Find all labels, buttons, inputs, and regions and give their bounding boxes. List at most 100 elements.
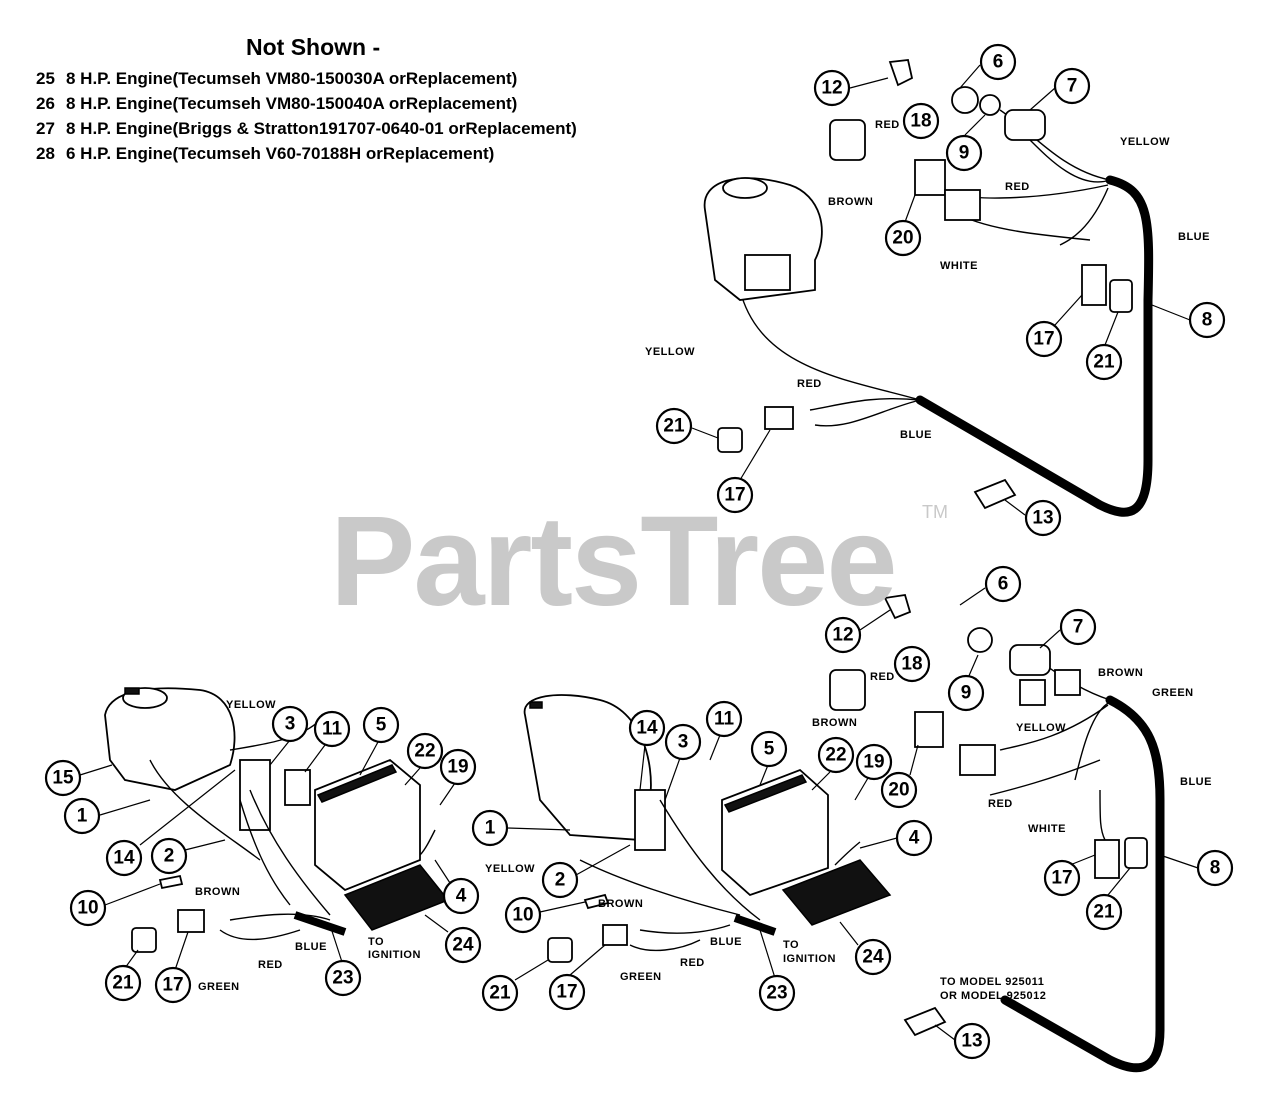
wire bbox=[579, 859, 741, 916]
connector bbox=[1019, 679, 1046, 706]
svg-text:21: 21 bbox=[1093, 902, 1115, 923]
callout-24: 24 bbox=[424, 914, 482, 964]
svg-text:3: 3 bbox=[678, 732, 689, 753]
callout-8: 8 bbox=[1151, 301, 1226, 339]
svg-text:4: 4 bbox=[909, 828, 920, 849]
connector-block bbox=[914, 159, 946, 196]
solenoid bbox=[1009, 644, 1051, 676]
svg-text:2: 2 bbox=[555, 870, 566, 891]
clip bbox=[888, 59, 914, 87]
engine-body bbox=[703, 177, 823, 301]
callout-2: 2 bbox=[541, 844, 631, 899]
lower-left-assembly: YELLOW BROWN BLUE RED GREEN TO IGNITION … bbox=[44, 687, 482, 1004]
note-text: 8 H.P. Engine(Tecumseh VM80-150040A orRe… bbox=[66, 94, 518, 113]
washer bbox=[979, 94, 1001, 116]
svg-text:4: 4 bbox=[456, 886, 467, 907]
note-text: 8 H.P. Engine(Briggs & Stratton191707-06… bbox=[66, 119, 577, 138]
wire-label-yellow: YELLOW bbox=[226, 699, 276, 711]
wire bbox=[959, 184, 1109, 199]
wire-label-blue: BLUE bbox=[710, 936, 742, 948]
clip bbox=[883, 593, 912, 620]
note-number: 25 bbox=[36, 69, 55, 88]
wire-label-yellow: YELLOW bbox=[1120, 136, 1170, 148]
svg-text:8: 8 bbox=[1202, 310, 1213, 331]
svg-text:19: 19 bbox=[863, 752, 884, 773]
svg-text:10: 10 bbox=[77, 898, 98, 919]
callout-17: 17 bbox=[1043, 854, 1096, 897]
svg-text:24: 24 bbox=[452, 935, 474, 956]
notes-title: Not Shown - bbox=[246, 34, 381, 60]
bolt bbox=[158, 874, 184, 890]
callout-17: 17 bbox=[1025, 294, 1083, 358]
switch bbox=[1094, 839, 1120, 879]
switch bbox=[764, 406, 794, 430]
wire-harness bbox=[293, 911, 347, 936]
wire bbox=[1059, 187, 1109, 246]
svg-text:15: 15 bbox=[52, 768, 74, 789]
callout-9: 9 bbox=[947, 654, 985, 712]
bracket bbox=[634, 789, 666, 851]
svg-text:24: 24 bbox=[862, 947, 884, 968]
not-shown-notes: Not Shown - 25 8 H.P. Engine(Tecumseh VM8… bbox=[36, 34, 577, 166]
callout-17: 17 bbox=[154, 931, 192, 1004]
callout-10: 10 bbox=[69, 883, 161, 927]
switch-body bbox=[829, 669, 866, 711]
svg-text:18: 18 bbox=[910, 111, 931, 132]
clamp bbox=[903, 1006, 947, 1037]
callout-3: 3 bbox=[664, 723, 702, 801]
svg-text:10: 10 bbox=[512, 905, 533, 926]
engine-body bbox=[104, 687, 236, 791]
callout-7: 7 bbox=[1029, 67, 1091, 111]
svg-text:14: 14 bbox=[636, 718, 658, 739]
svg-text:5: 5 bbox=[376, 715, 387, 736]
svg-text:8: 8 bbox=[1210, 858, 1221, 879]
wire-label-blue: BLUE bbox=[1178, 231, 1210, 243]
to-ignition-label: IGNITION bbox=[368, 949, 421, 961]
callout-15: 15 bbox=[44, 759, 113, 797]
wire bbox=[739, 289, 921, 401]
svg-text:17: 17 bbox=[1033, 329, 1054, 350]
callout-4: 4 bbox=[859, 819, 933, 857]
svg-text:12: 12 bbox=[832, 625, 853, 646]
to-model-note: TO MODEL 925011 bbox=[940, 976, 1044, 988]
callout-17: 17 bbox=[548, 944, 606, 1011]
note-number: 27 bbox=[36, 119, 55, 138]
wire-label-green: GREEN bbox=[1152, 687, 1194, 699]
svg-text:13: 13 bbox=[961, 1031, 982, 1052]
svg-text:14: 14 bbox=[113, 848, 135, 869]
callout-21: 21 bbox=[1085, 867, 1131, 931]
callout-8: 8 bbox=[1159, 849, 1234, 887]
svg-text:3: 3 bbox=[285, 714, 296, 735]
lower-right-assembly: RED BROWN GREEN BROWN YELLOW BLUE RED WH… bbox=[812, 565, 1234, 1073]
callout-5: 5 bbox=[750, 730, 788, 786]
svg-text:13: 13 bbox=[1032, 508, 1053, 529]
svg-text:9: 9 bbox=[959, 143, 970, 164]
svg-text:5: 5 bbox=[764, 739, 775, 760]
knob bbox=[1109, 279, 1133, 313]
callout-24: 24 bbox=[839, 921, 892, 976]
wire bbox=[834, 841, 861, 866]
note-text: 8 H.P. Engine(Tecumseh VM80-150030A orRe… bbox=[66, 69, 518, 88]
engine-cap bbox=[722, 177, 768, 199]
svg-text:6: 6 bbox=[998, 574, 1009, 595]
solenoid bbox=[1004, 109, 1046, 141]
callout-13: 13 bbox=[1004, 499, 1062, 537]
wire-label-yellow: YELLOW bbox=[1016, 722, 1066, 734]
callout-14: 14 bbox=[628, 709, 666, 791]
wire-label-red: RED bbox=[1005, 181, 1030, 193]
knob bbox=[1124, 837, 1148, 869]
washer bbox=[951, 86, 979, 114]
clamp bbox=[973, 478, 1017, 510]
wire-label-red: RED bbox=[988, 798, 1013, 810]
svg-text:18: 18 bbox=[901, 654, 922, 675]
wire bbox=[239, 799, 291, 906]
wire-label-brown: BROWN bbox=[1098, 667, 1143, 679]
wire-label-yellow: YELLOW bbox=[645, 346, 695, 358]
svg-text:7: 7 bbox=[1073, 617, 1084, 638]
to-model-note: OR MODEL 925012 bbox=[940, 990, 1046, 1002]
wire-label-white: WHITE bbox=[1028, 823, 1066, 835]
connector-block bbox=[959, 744, 996, 776]
battery-tray bbox=[781, 859, 892, 926]
note-row: 25 8 H.P. Engine(Tecumseh VM80-150030A or… bbox=[36, 66, 577, 91]
callout-12: 12 bbox=[813, 69, 889, 107]
